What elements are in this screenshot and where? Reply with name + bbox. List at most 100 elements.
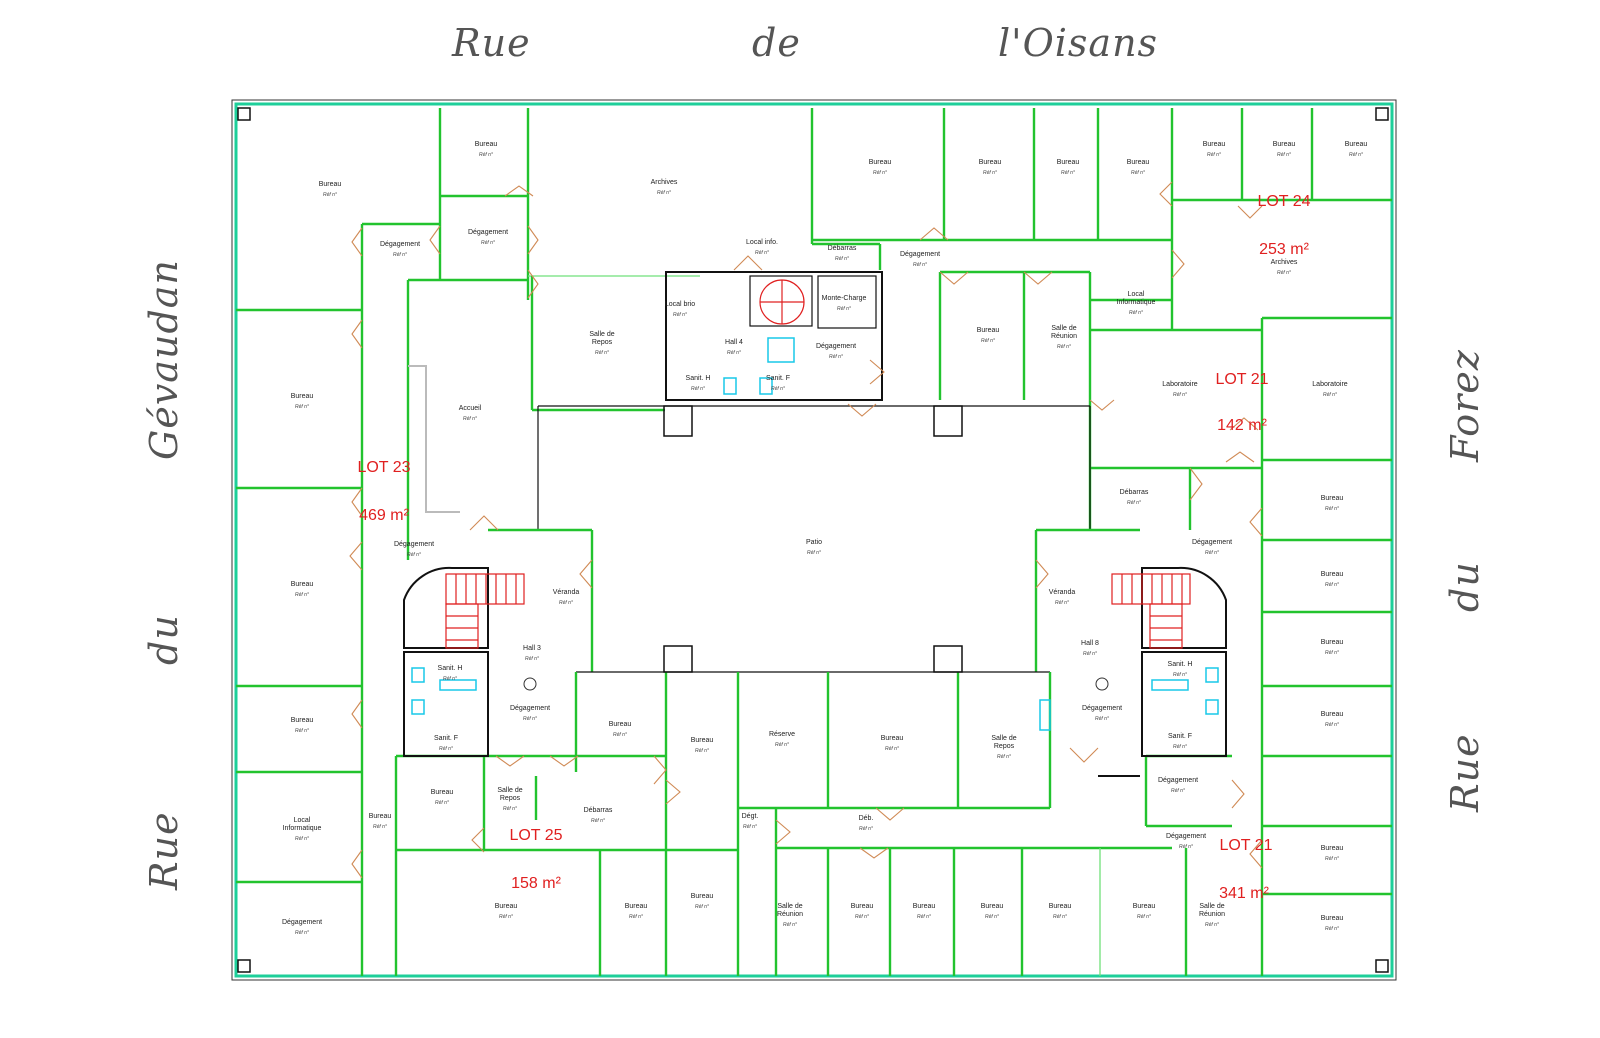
room-name: Archives xyxy=(651,179,678,186)
room-name: Bureau xyxy=(431,789,454,796)
room-name: Bureau xyxy=(1127,159,1150,166)
room-name: Bureau xyxy=(851,903,874,910)
street-right-bottom: Rue xyxy=(1443,733,1487,813)
room-name: Bureau xyxy=(1321,495,1344,502)
room-reference: Réf n° xyxy=(435,800,449,806)
lot-area: 253 m² xyxy=(1259,241,1309,258)
room-reference: Réf n° xyxy=(657,190,671,196)
room-name: Réunion xyxy=(777,911,803,918)
room-reference: Réf n° xyxy=(463,416,477,422)
room-reference: Réf n° xyxy=(727,350,741,356)
room-reference: Réf n° xyxy=(885,746,899,752)
room-name: Bureau xyxy=(1133,903,1156,910)
street-right-top: Forez xyxy=(1443,349,1487,463)
room-reference: Réf n° xyxy=(481,240,495,246)
room-name: Dégagement xyxy=(282,919,322,926)
room: Déb.Réf n° xyxy=(859,815,874,832)
room-reference: Réf n° xyxy=(1129,310,1143,316)
room-name: Réunion xyxy=(1199,911,1225,918)
street-left-top: Gévaudan xyxy=(142,259,186,460)
room-reference: Réf n° xyxy=(981,338,995,344)
room-name: Bureau xyxy=(691,737,714,744)
room-reference: Réf n° xyxy=(983,170,997,176)
room-name: Local xyxy=(294,817,311,824)
room-reference: Réf n° xyxy=(775,742,789,748)
room-reference: Réf n° xyxy=(439,746,453,752)
room: Dégt.Réf n° xyxy=(742,813,759,830)
room-name: Laboratoire xyxy=(1312,381,1348,388)
room-name: Sanit. H xyxy=(438,665,463,672)
room-reference: Réf n° xyxy=(1061,170,1075,176)
room-reference: Réf n° xyxy=(1277,152,1291,158)
room-name: Bureau xyxy=(291,581,314,588)
street-top-right: l'Oisans xyxy=(998,21,1158,65)
room-name: Dégagement xyxy=(468,229,508,236)
room-reference: Réf n° xyxy=(695,904,709,910)
room-name: Débarras xyxy=(584,807,613,814)
room-name: Salle de xyxy=(777,903,802,910)
room-reference: Réf n° xyxy=(1205,922,1219,928)
room-reference: Réf n° xyxy=(591,818,605,824)
room-reference: Réf n° xyxy=(525,656,539,662)
room-name: Bureau xyxy=(1049,903,1072,910)
room-name: Archives xyxy=(1271,259,1298,266)
room-name: Bureau xyxy=(609,721,632,728)
room-name: Bureau xyxy=(475,141,498,148)
room-name: Bureau xyxy=(291,393,314,400)
room-reference: Réf n° xyxy=(755,250,769,256)
room-reference: Réf n° xyxy=(691,386,705,392)
room-reference: Réf n° xyxy=(1325,722,1339,728)
room-reference: Réf n° xyxy=(1173,672,1187,678)
room-name: Patio xyxy=(806,539,822,546)
room-name: Réunion xyxy=(1051,333,1077,340)
room-reference: Réf n° xyxy=(479,152,493,158)
room-reference: Réf n° xyxy=(499,914,513,920)
lot-label: LOT 21 xyxy=(1215,371,1268,388)
room-name: Local brio xyxy=(665,301,695,308)
room-reference: Réf n° xyxy=(1057,344,1071,350)
room-name: Véranda xyxy=(553,589,580,596)
room-name: Bureau xyxy=(881,735,904,742)
room-reference: Réf n° xyxy=(859,826,873,832)
room-name: Dégagement xyxy=(1166,833,1206,840)
room-name: Informatique xyxy=(1117,299,1156,306)
room-reference: Réf n° xyxy=(1137,914,1151,920)
room-reference: Réf n° xyxy=(613,732,627,738)
room-name: Bureau xyxy=(1321,915,1344,922)
room-name: Hall 8 xyxy=(1081,640,1099,647)
room-reference: Réf n° xyxy=(807,550,821,556)
room-name: Sanit. H xyxy=(686,375,711,382)
room-name: Dégagement xyxy=(900,251,940,258)
room-name: Bureau xyxy=(1203,141,1226,148)
room-name: Local xyxy=(1128,291,1145,298)
room-reference: Réf n° xyxy=(1323,392,1337,398)
